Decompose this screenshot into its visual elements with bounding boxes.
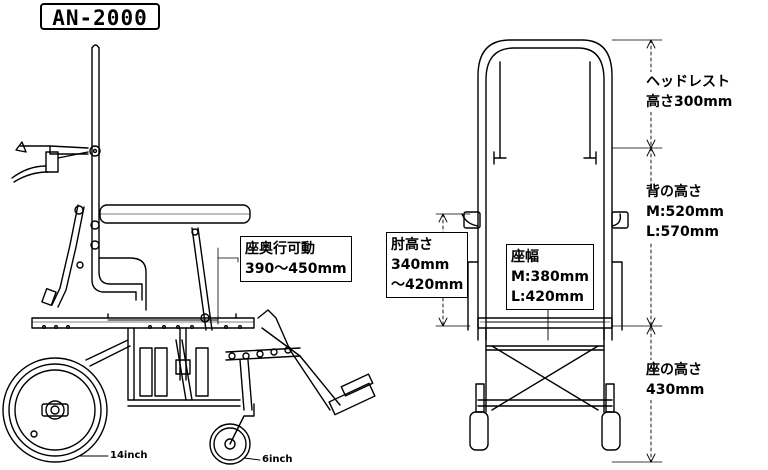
armrest-height-min: 340mm: [391, 257, 450, 273]
seat-height-title: 座の高さ: [646, 362, 702, 378]
seat-depth-title: 座奥行可動: [245, 241, 315, 257]
seat-height-label: 座の高さ 430mm: [646, 360, 705, 400]
seat-depth-value: 390～450mm: [245, 261, 347, 277]
seat-depth-label: 座奥行可動 390～450mm: [240, 236, 352, 282]
armrest-height-label: 肘高さ 340mm ～420mm: [386, 232, 469, 298]
armrest-height-max: ～420mm: [391, 277, 464, 293]
seat-width-l: L:420mm: [511, 289, 584, 305]
seat-width-m: M:380mm: [511, 269, 589, 285]
back-height-l: L:570mm: [646, 224, 719, 240]
headrest-title: ヘッドレスト: [646, 74, 730, 90]
side-view-drawing: [2, 44, 376, 465]
seat-height-value: 430mm: [646, 382, 705, 398]
model-name: AN-2000: [40, 3, 160, 30]
back-height-m: M:520mm: [646, 204, 724, 220]
headrest-label: ヘッドレスト 高さ300mm: [646, 72, 733, 112]
back-height-label: 背の高さ M:520mm L:570mm: [646, 182, 724, 242]
front-view-drawing: [461, 39, 629, 451]
front-caster-size: 6inch: [262, 454, 293, 465]
rear-wheel-size: 14inch: [110, 450, 148, 461]
seat-width-label: 座幅 M:380mm L:420mm: [506, 244, 594, 310]
headrest-value: 高さ300mm: [646, 94, 733, 110]
armrest-height-title: 肘高さ: [391, 237, 433, 253]
back-height-title: 背の高さ: [646, 184, 702, 200]
seat-width-title: 座幅: [511, 249, 539, 265]
